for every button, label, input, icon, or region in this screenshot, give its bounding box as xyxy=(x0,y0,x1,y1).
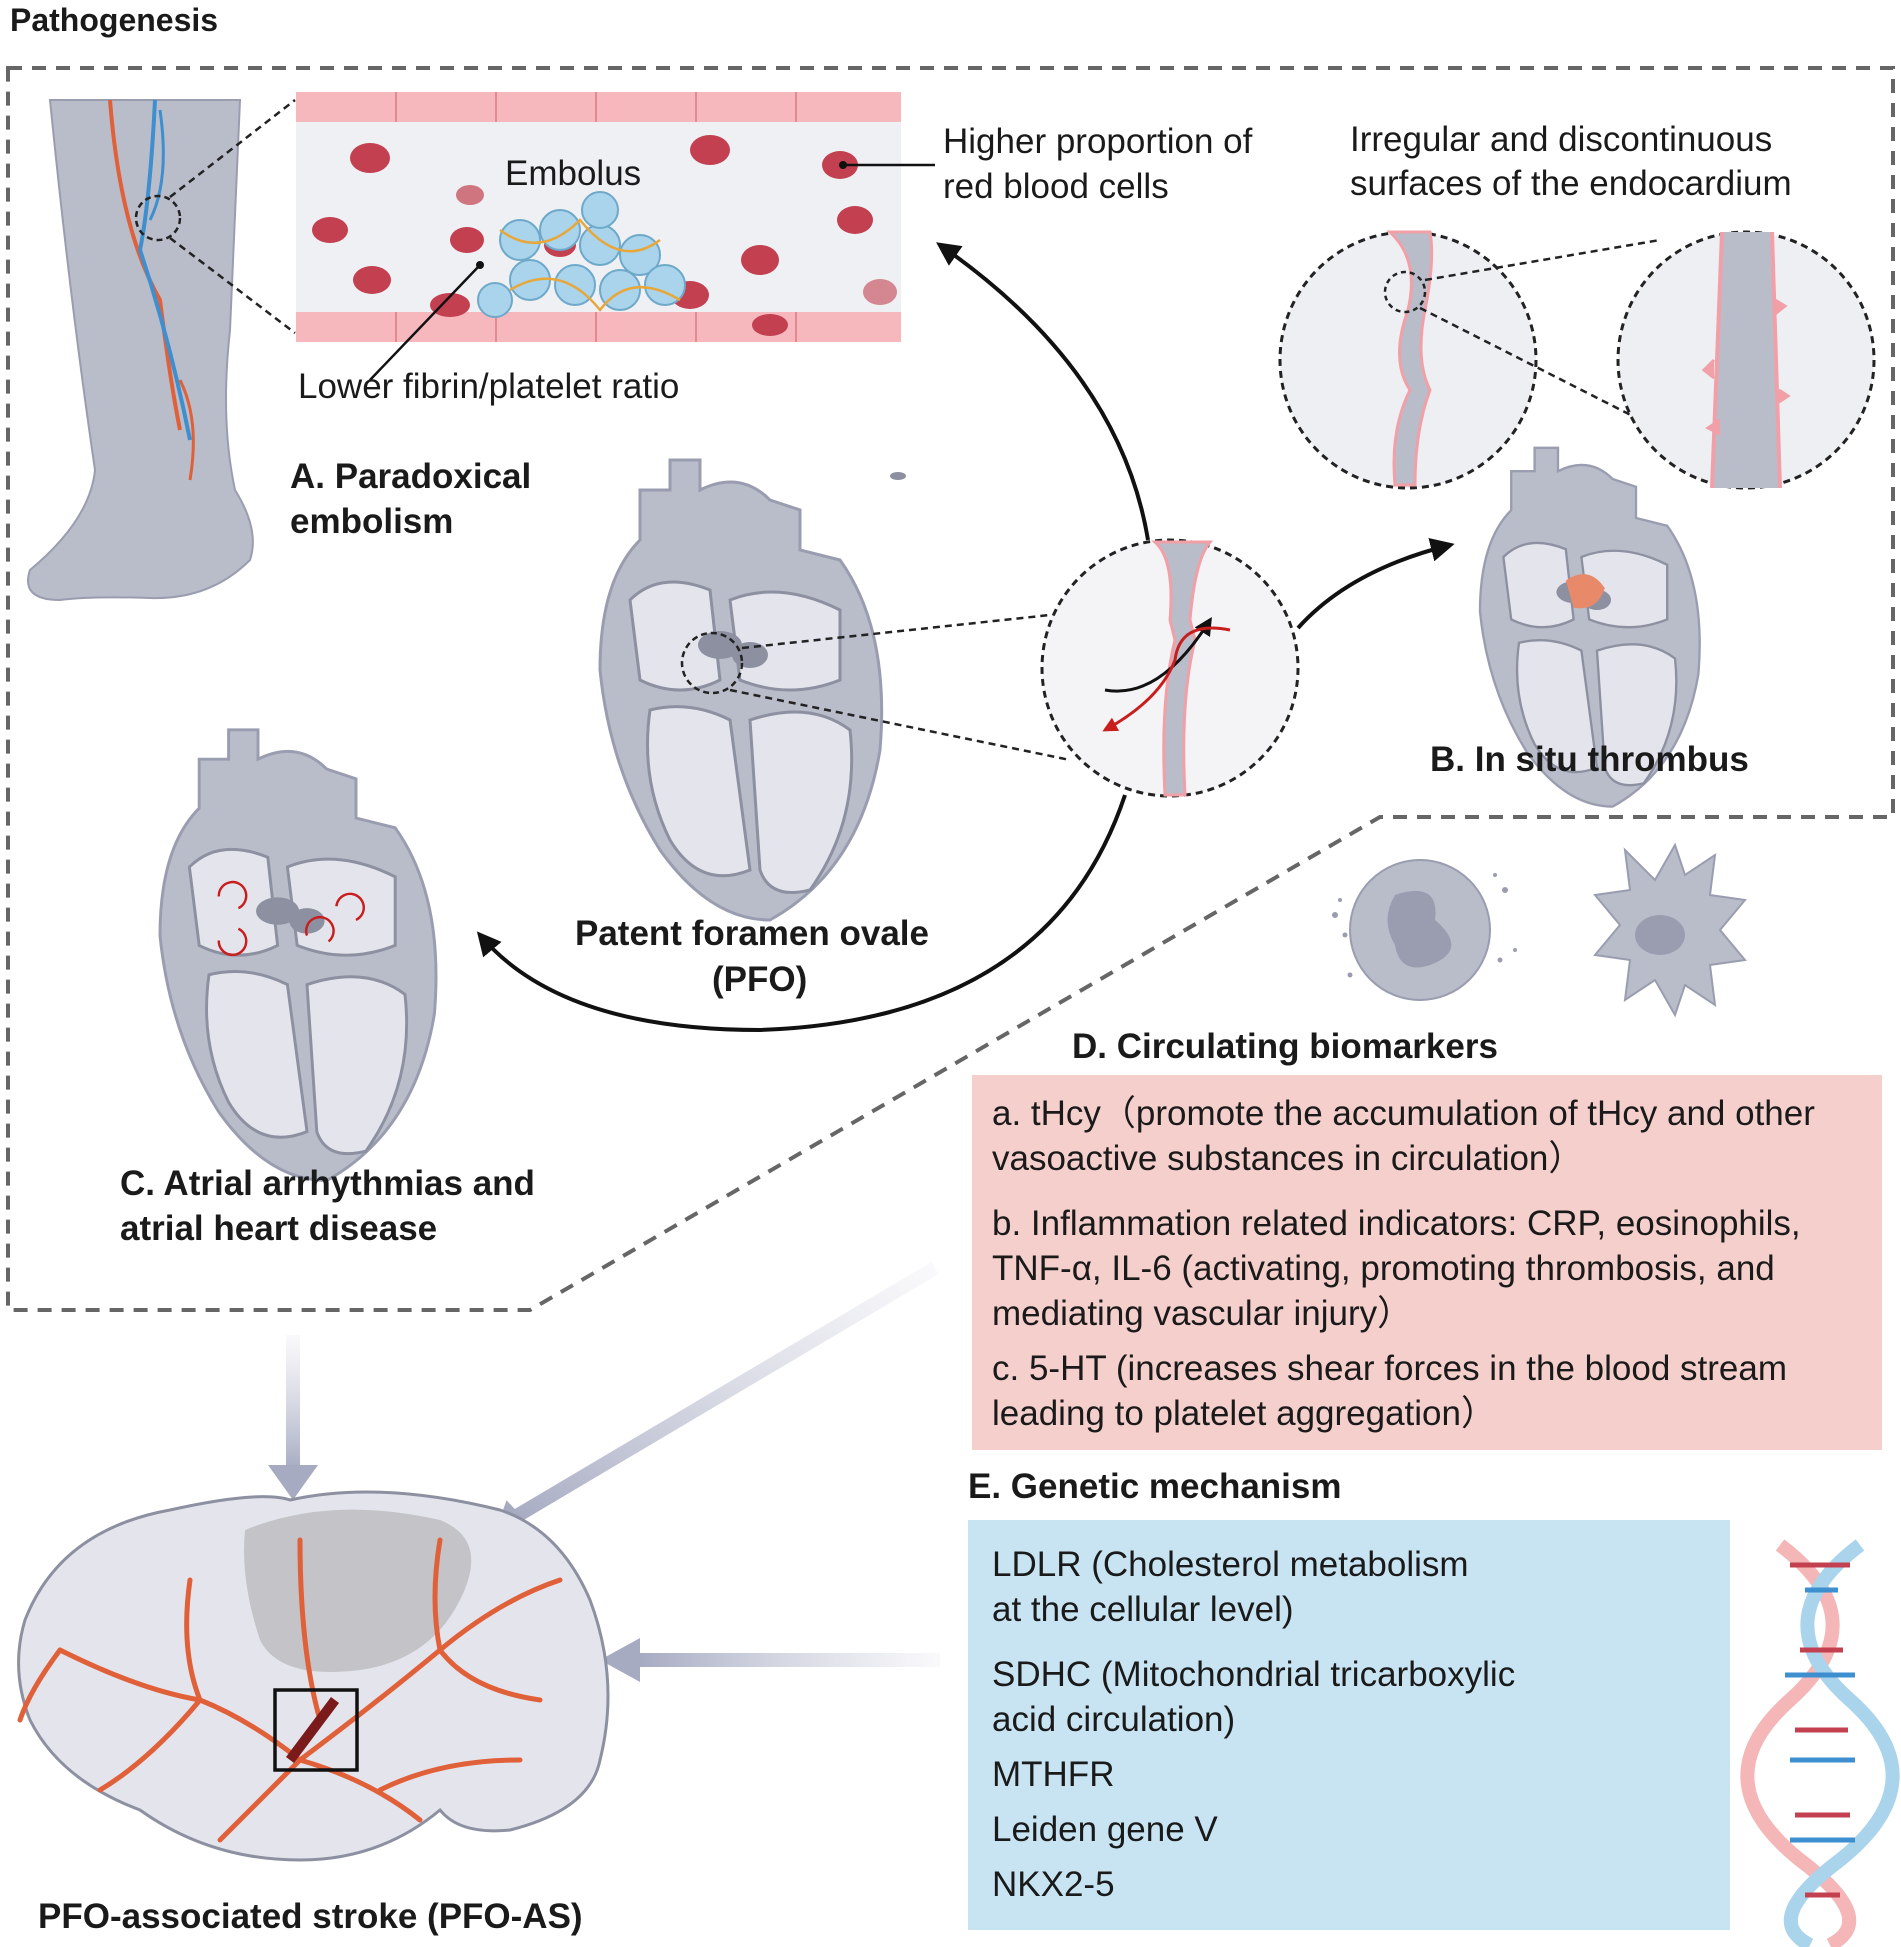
endocardium-label-line2: surfaces of the endocardium xyxy=(1350,164,1792,203)
arrows-to-stroke xyxy=(268,1261,940,1682)
biomarker-c-line2: leading to platelet aggregation） xyxy=(992,1394,1496,1433)
leg-illustration xyxy=(27,99,296,602)
pfo-zoom-small-circle xyxy=(680,631,744,695)
thrombus-heart xyxy=(1478,446,1701,808)
paradoxical-heading-line2: embolism xyxy=(290,502,454,541)
pfo-heart xyxy=(598,458,884,922)
biomarker-cells xyxy=(1332,842,1747,1018)
stroke-label: PFO-associated stroke (PFO-AS) xyxy=(38,1897,583,1936)
biomarker-a-line1: a. tHcy（promote the accumulation of tHcy… xyxy=(992,1094,1815,1133)
dna-helix xyxy=(1740,1539,1900,1947)
arrow-to-thrombus xyxy=(1296,538,1455,630)
paradoxical-heading-line1: A. Paradoxical xyxy=(290,457,532,496)
biomarker-b-line2: TNF-α, IL-6 (activating, promoting throm… xyxy=(992,1249,1775,1288)
biomarker-b-line1: b. Inflammation related indicators: CRP,… xyxy=(992,1204,1801,1243)
endocardium-zoom-left xyxy=(1278,230,1538,490)
vessel-panel xyxy=(296,92,935,381)
atrial-heading-line2: atrial heart disease xyxy=(120,1209,438,1248)
rbc-label-line2: red blood cells xyxy=(943,167,1169,206)
figure-title: Pathogenesis xyxy=(10,2,219,38)
biomarkers-heading: D. Circulating biomarkers xyxy=(1072,1027,1498,1066)
brain-illustration xyxy=(17,1490,610,1862)
lesion-box xyxy=(273,1688,359,1772)
gene-sdhc-line1: SDHC (Mitochondrial tricarboxylic xyxy=(992,1655,1516,1694)
arrow-to-embolism xyxy=(936,242,1150,541)
fibrin-label: Lower fibrin/platelet ratio xyxy=(298,367,680,406)
rbc-label-line1: Higher proportion of xyxy=(943,122,1253,161)
pfo-label-line2: (PFO) xyxy=(712,960,808,999)
pfo-zoom-circle xyxy=(1040,538,1300,798)
gene-leiden-v: Leiden gene V xyxy=(992,1810,1218,1849)
embolus-label: Embolus xyxy=(505,154,642,193)
endocardium-zoom-right xyxy=(1616,230,1876,490)
biomarker-a-line2: vasoactive substances in circulation） xyxy=(992,1139,1584,1178)
biomarker-b-line3: mediating vascular injury） xyxy=(992,1294,1413,1333)
gene-ldlr-line2: at the cellular level) xyxy=(992,1590,1294,1629)
arrow-to-atrial xyxy=(476,794,1127,1033)
gene-mthfr: MTHFR xyxy=(992,1755,1115,1794)
endocardium-label-line1: Irregular and discontinuous xyxy=(1350,120,1773,159)
gene-sdhc-line2: acid circulation) xyxy=(992,1700,1236,1739)
gene-ldlr-line1: LDLR (Cholesterol metabolism xyxy=(992,1545,1469,1584)
pfo-label-line1: Patent foramen ovale xyxy=(575,914,929,953)
atrial-heading-line1: C. Atrial arrhythmias and xyxy=(120,1164,535,1203)
atrial-heart xyxy=(158,728,438,1183)
gene-nkx2-5: NKX2-5 xyxy=(992,1865,1115,1904)
genetic-box: LDLR (Cholesterol metabolism at the cell… xyxy=(968,1520,1730,1930)
pathogenesis-boundary xyxy=(6,66,1895,1312)
biomarker-c-line1: c. 5-HT (increases shear forces in the b… xyxy=(992,1349,1787,1388)
thrombus-heading: B. In situ thrombus xyxy=(1430,740,1749,779)
leg-zoom-circle xyxy=(134,194,182,242)
genetic-heading: E. Genetic mechanism xyxy=(968,1467,1342,1506)
biomarkers-box: a. tHcy（promote the accumulation of tHcy… xyxy=(972,1075,1882,1450)
